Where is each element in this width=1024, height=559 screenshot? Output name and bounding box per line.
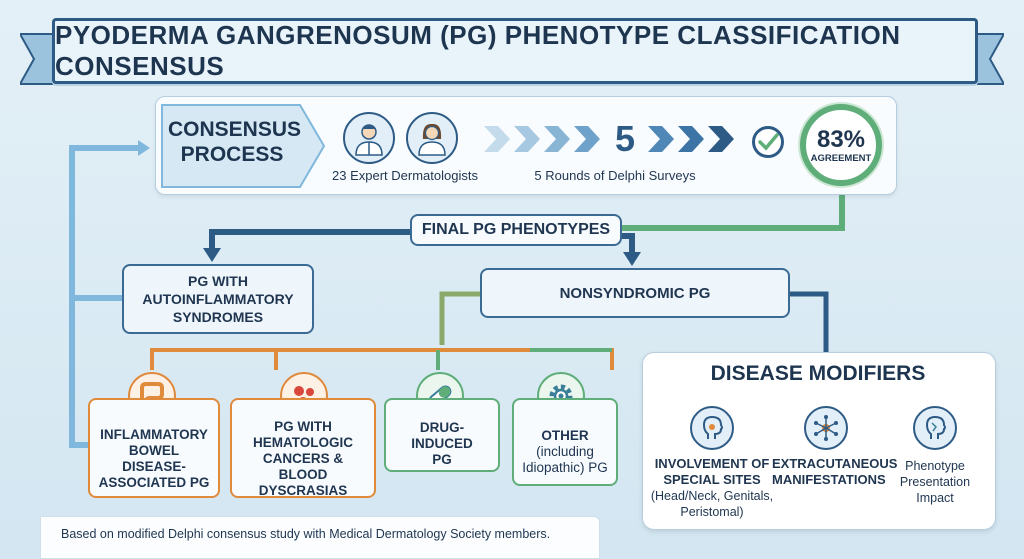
chevrons-right-icon: [648, 126, 734, 152]
check-icon: [752, 126, 784, 158]
agreement-label: AGREEMENT: [810, 152, 872, 164]
doctor-male-icon: [343, 112, 395, 164]
final-phenotypes-label: FINAL PG PHENOTYPES: [410, 214, 622, 246]
modifier-special-sites: INVOLVEMENT OF SPECIAL SITES (Head/Neck,…: [650, 456, 774, 519]
autoinflammatory-card: PG WITH AUTOINFLAMMATORY SYNDROMES: [122, 264, 314, 334]
disease-modifiers-heading: DISEASE MODIFIERS: [710, 362, 926, 385]
phenotype-branch: [150, 348, 614, 370]
consensus-heading: CONSENSUS PROCESS: [168, 118, 302, 166]
final-to-autoinflammatory: [209, 229, 412, 252]
rounds-number: 5: [614, 118, 636, 159]
page-title: PYODERMA GANGRENOSUM (PG) PHENOTYPE CLAS…: [55, 20, 901, 81]
phenotype-hematologic-card: PG WITH HEMATOLOGIC CANCERS & BLOOD DYSC…: [230, 398, 376, 498]
phenotype-drug-induced-card: DRUG-INDUCED PG: [384, 398, 500, 472]
title-banner: PYODERMA GANGRENOSUM (PG) PHENOTYPE CLAS…: [52, 18, 978, 84]
doctor-female-icon: [406, 112, 458, 164]
rounds-label: 5 Rounds of Delphi Surveys: [534, 168, 696, 183]
footnote: Based on modified Delphi consensus study…: [40, 516, 600, 559]
nonsyndromic-to-modifiers: [790, 291, 829, 354]
agreement-percent: 83%: [816, 125, 866, 153]
person-profile-icon: [913, 406, 957, 450]
agreement-connector: [622, 190, 845, 231]
head-profile-icon: [690, 406, 734, 450]
arrow-to-consensus: [138, 140, 150, 156]
agreement-badge: 83% AGREEMENT: [800, 104, 882, 186]
consensus-heading-tag: [161, 104, 326, 188]
network-icon: [804, 406, 848, 450]
modifier-phenotype-impact: Phenotype Presentation Impact: [899, 459, 971, 505]
chevrons-left-icon: [484, 126, 600, 152]
experts-label: 23 Expert Dermatologists: [332, 168, 478, 183]
modifier-extracutaneous: EXTRACUTANEOUS MANIFESTATIONS: [772, 456, 898, 487]
phenotype-ibd-card: INFLAMMATORY BOWEL DISEASE- ASSOCIATED P…: [88, 398, 220, 498]
phenotype-other-card: OTHER (including Idiopathic) PG: [512, 398, 618, 486]
nonsyndromic-card: NONSYNDROMIC PG: [480, 268, 790, 318]
